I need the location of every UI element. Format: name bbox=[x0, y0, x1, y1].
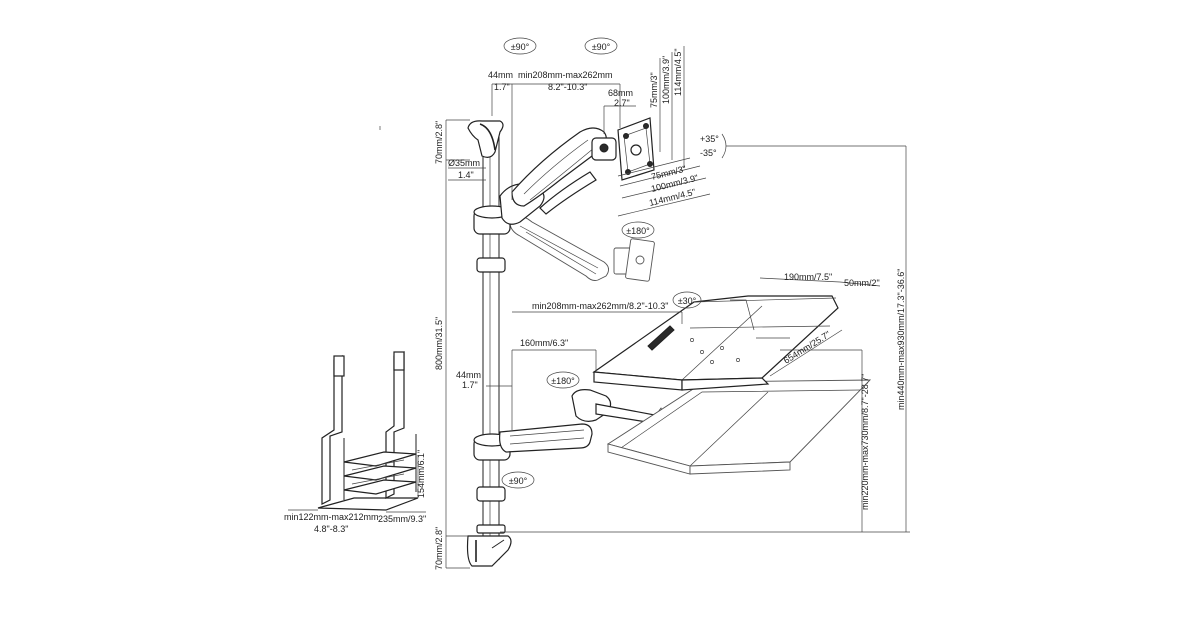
monitor-reach-mm-label: min208mm-max262mm bbox=[518, 70, 613, 80]
top-pole-clamp bbox=[467, 120, 504, 158]
monitor-rotate-label: ±180° bbox=[626, 226, 650, 236]
pole-arm-rotation-label: ±90° bbox=[511, 42, 530, 52]
cpu-holder bbox=[317, 351, 419, 511]
keyboard-arm-width-mm-label: 44mm bbox=[456, 370, 481, 380]
tilt-down-label: -35° bbox=[700, 148, 717, 158]
pole-diameter-in-label: 1.4" bbox=[458, 170, 474, 180]
mouse-pad-lip-label: 50mm/2" bbox=[844, 278, 880, 288]
keyboard-rotate-label: ±180° bbox=[551, 376, 575, 386]
pole-height-label: 800mm/31.5" bbox=[434, 317, 444, 370]
pole-diameter-mm-label: Ø35mm bbox=[448, 158, 480, 168]
arm-width-in-label: 1.7" bbox=[494, 82, 510, 92]
keyboard-arm-width-in-label: 1.7" bbox=[462, 380, 478, 390]
tray-arm-offset-label: 160mm/6.3" bbox=[520, 338, 568, 348]
tilt-up-label: +35° bbox=[700, 134, 719, 144]
bottom-clamp-height-label: 70mm/2.8" bbox=[434, 527, 444, 570]
monitor-reach-in-label: 8.2"-10.3" bbox=[548, 82, 587, 92]
overall-height-range-label: min440mm-max930mm/17.3"-36.6" bbox=[896, 269, 906, 410]
dimension-lines bbox=[288, 46, 910, 569]
cpu-height-label: 154mm/6.1" bbox=[416, 450, 426, 498]
vesa-75-top-label: 75mm/3" bbox=[649, 72, 659, 108]
cpu-depth-label: 235mm/9.3" bbox=[378, 514, 426, 524]
vesa-114-top-label: 114mm/4.5" bbox=[673, 48, 683, 96]
keyboard-tray-ghost bbox=[606, 379, 872, 475]
keyboard-height-range-label: min220mm-max730mm/8.7"-28.7" bbox=[860, 374, 870, 510]
bottom-pole-clamp bbox=[466, 535, 512, 567]
monitor-arm-ghost bbox=[509, 215, 655, 282]
pole bbox=[476, 128, 506, 560]
keyboard-tray bbox=[592, 295, 839, 391]
tray-tilt-label: ±30° bbox=[678, 296, 697, 306]
bracket-depth-in-label: 2.7" bbox=[614, 98, 630, 108]
monitor-arm-rotation-label: ±90° bbox=[592, 42, 611, 52]
vesa-100-top-label: 100mm/3.9" bbox=[661, 56, 671, 104]
mouse-pad-depth-label: 190mm/7.5" bbox=[784, 272, 832, 282]
rotation-labels: ±90° ±90° ±180° ±30° ±180° ±90° +35° -35… bbox=[501, 37, 727, 489]
tray-reach-label: min208mm-max262mm/8.2"-10.3" bbox=[532, 301, 668, 311]
cpu-width-in-label: 4.8"-8.3" bbox=[314, 524, 348, 534]
top-clamp-height-label: 70mm/2.8" bbox=[434, 121, 444, 164]
keyboard-arm-rotation-label: ±90° bbox=[509, 476, 528, 486]
monitor-arm bbox=[473, 117, 655, 235]
keyboard-arm bbox=[473, 389, 680, 461]
bracket-depth-mm-label: 68mm bbox=[608, 88, 633, 98]
cpu-width-mm-label: min122mm-max212mm bbox=[284, 512, 379, 522]
arm-width-mm-label: 44mm bbox=[488, 70, 513, 80]
